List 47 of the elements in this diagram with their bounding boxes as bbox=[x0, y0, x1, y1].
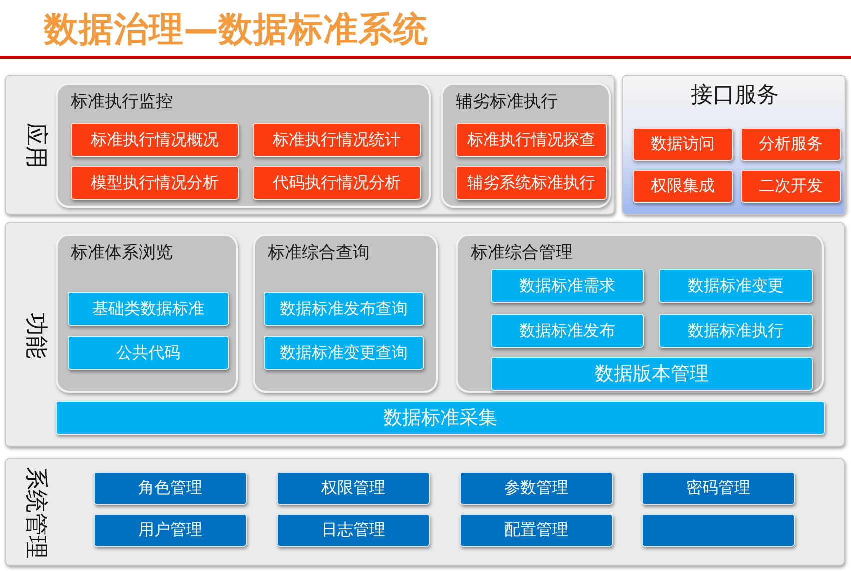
module-block: 模型执行情况分析 bbox=[71, 166, 239, 200]
group-title: 标准执行监控 bbox=[71, 91, 173, 113]
module-block: 数据标准需求 bbox=[491, 269, 644, 303]
module-block: 公共代码 bbox=[68, 336, 229, 370]
module-block: 权限集成 bbox=[633, 170, 733, 203]
layer-label: 应用 bbox=[22, 123, 50, 169]
group-panel bbox=[441, 83, 611, 208]
module-block: 权限管理 bbox=[277, 472, 430, 505]
module-block: 角色管理 bbox=[94, 472, 247, 505]
group-panel bbox=[253, 234, 438, 393]
module-block: 参数管理 bbox=[460, 472, 613, 505]
group-title: 标准综合管理 bbox=[471, 242, 573, 264]
layer-panel bbox=[5, 458, 845, 566]
layer-panel bbox=[5, 75, 615, 215]
module-block: 标准执行情况概况 bbox=[71, 123, 239, 157]
layer-label: 功能 bbox=[22, 313, 50, 359]
module-block: 标准执行情况统计 bbox=[253, 123, 421, 157]
module-block: 数据标准发布 bbox=[491, 314, 644, 348]
module-block: 密码管理 bbox=[642, 472, 795, 505]
module-block: 辅劣系统标准执行 bbox=[456, 166, 607, 200]
module-block: 用户管理 bbox=[94, 514, 247, 547]
layer-label: 系统管理 bbox=[22, 467, 50, 559]
group-panel bbox=[56, 83, 431, 208]
module-block: 配置管理 bbox=[460, 514, 613, 547]
panel-title: 接口服务 bbox=[691, 82, 779, 110]
module-block: 二次开发 bbox=[741, 170, 841, 203]
group-panel bbox=[56, 234, 238, 393]
module-block: 标准执行情况探查 bbox=[456, 123, 607, 157]
layer-panel bbox=[5, 222, 845, 447]
service-panel bbox=[622, 75, 846, 215]
page-title: 数据治理—数据标准系统 bbox=[44, 9, 428, 52]
module-block: 日志管理 bbox=[277, 514, 430, 547]
module-block: 分析服务 bbox=[741, 128, 841, 161]
module-block: 数据标准执行 bbox=[659, 314, 813, 348]
group-title: 标准综合查询 bbox=[268, 242, 370, 264]
group-panel bbox=[456, 234, 824, 393]
group-title: 标准体系浏览 bbox=[71, 242, 173, 264]
module-block: 数据访问 bbox=[633, 128, 733, 161]
module-block: 数据标准采集 bbox=[56, 401, 825, 435]
module-block: 数据版本管理 bbox=[491, 357, 813, 391]
module-block bbox=[642, 514, 795, 547]
module-block: 数据标准变更查询 bbox=[264, 336, 424, 370]
module-block: 数据标准发布查询 bbox=[264, 292, 424, 326]
module-block: 基础类数据标准 bbox=[68, 292, 229, 326]
module-block: 数据标准变更 bbox=[659, 269, 813, 303]
group-title: 辅劣标准执行 bbox=[456, 91, 558, 113]
module-block: 代码执行情况分析 bbox=[253, 166, 421, 200]
